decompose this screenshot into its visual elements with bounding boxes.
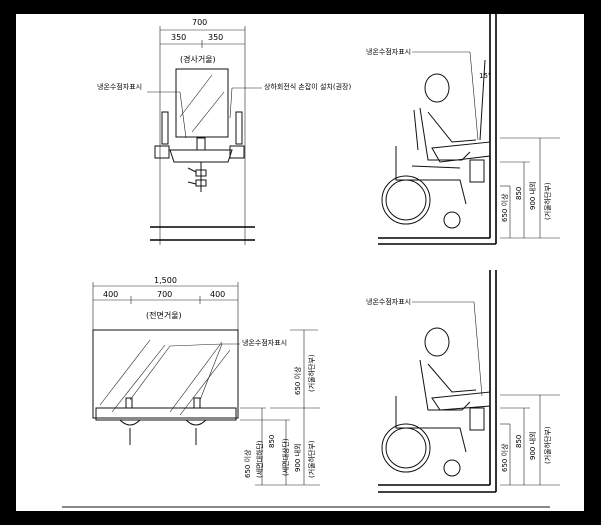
mirror-note-top-right: (거울하단부): [543, 182, 552, 220]
mirror-label: (경사거울): [180, 54, 216, 64]
braille-label-bottom-left: 냉온수점자표시: [242, 338, 287, 347]
dim-900-bottom-right: 900 내외: [528, 432, 537, 460]
dim-350-right: 350: [208, 33, 223, 42]
dim-700-b: 700: [157, 290, 172, 299]
mirror-note-bottom-right: (거울하단부): [543, 426, 552, 464]
dim-400-c: 400: [210, 290, 225, 299]
angle-15: 15°: [479, 72, 491, 80]
top-right-view: 15° 냉온수점자표시 650 이상 850 900 내외 (거울하단부): [366, 14, 560, 245]
basin: [169, 149, 233, 163]
mirror-label-bottom: (전면거울): [146, 310, 182, 320]
side-basin: [431, 141, 491, 163]
side-basin-bottom: [431, 391, 491, 411]
dim-400-a: 400: [103, 290, 118, 299]
dim-650-bottom-right: 650 이상: [500, 443, 509, 472]
dim-850-bottom-right: 850: [515, 435, 523, 448]
drawing-canvas: 700 350 350 (경사거울) 냉온수점자표시 상하회전식 손: [62, 14, 560, 508]
braille-label-top-right: 냉온수점자표시: [366, 47, 411, 56]
drawing-sheet: 700 350 350 (경사거울) 냉온수점자표시 상하회전식 손: [16, 14, 584, 511]
faucet: [196, 137, 206, 151]
bottom-right-view: 냉온수점자표시 650 이상 850 900 내외 (거울하단부): [366, 270, 560, 493]
wheelchair-wheel-bottom: [381, 423, 431, 473]
dim-850-bottom-left: 850: [268, 435, 276, 448]
bottom-left-view: 1,500 400 700 400 (전면거울) 냉온수점자표시: [92, 276, 320, 486]
tilted-mirror: [175, 68, 229, 138]
sink-note: (세면대상단): [281, 438, 290, 476]
grab-bar-label: 상하회전식 손잡이 설치(권장): [264, 82, 351, 91]
top-left-view: 700 350 350 (경사거울) 냉온수점자표시 상하회전식 손: [97, 18, 351, 245]
mirror-note-900: (거울하단부): [307, 440, 316, 478]
dim-650-bottom-left: 650 이상: [243, 449, 252, 478]
person-head-bottom: [424, 327, 450, 357]
person-head: [424, 73, 450, 103]
sink-note-low: (세면대하단): [255, 440, 264, 478]
dim-850-top-right: 850: [515, 187, 523, 200]
dim-900-bottom-left: 900 내외: [293, 444, 302, 472]
braille-label-bottom-right: 냉온수점자표시: [366, 297, 411, 306]
front-mirror: [92, 329, 239, 419]
braille-label-top-left: 냉온수점자표시: [97, 82, 142, 91]
mirror-note-up: (거울하단부): [307, 354, 316, 392]
dim-650-top-right: 650 이상: [500, 193, 509, 222]
dim-700: 700: [192, 18, 207, 27]
dim-1500: 1,500: [154, 276, 177, 285]
dim-900-top-right: 900 내외: [528, 182, 537, 210]
dim-650-up: 650 이상: [293, 366, 302, 395]
wheelchair-wheel: [381, 175, 431, 225]
dim-350-left: 350: [171, 33, 186, 42]
